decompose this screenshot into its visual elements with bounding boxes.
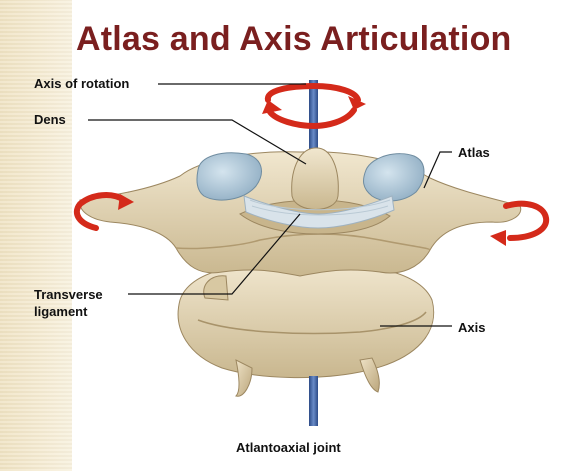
rotation-arrow-right bbox=[503, 200, 550, 241]
label-atlas: Atlas bbox=[458, 145, 490, 160]
leader-lines bbox=[88, 83, 452, 327]
transverse-ligament bbox=[243, 195, 395, 229]
background-strip bbox=[0, 0, 72, 471]
atlas-left-facet bbox=[196, 152, 262, 201]
label-transverse-ligament: Transverse ligament bbox=[34, 286, 103, 320]
rotation-arrow-left bbox=[73, 192, 127, 231]
label-transverse-line2: ligament bbox=[34, 304, 88, 319]
leader-dens bbox=[88, 119, 307, 165]
axis-vertebra bbox=[177, 261, 435, 397]
leader-atlas bbox=[423, 151, 452, 189]
label-dens: Dens bbox=[34, 112, 66, 127]
label-atlantoaxial-joint: Atlantoaxial joint bbox=[236, 440, 341, 455]
slide-title: Atlas and Axis Articulation bbox=[76, 20, 512, 58]
rotation-arrow-top bbox=[265, 82, 361, 130]
label-transverse-line1: Transverse bbox=[34, 287, 103, 302]
label-axis: Axis bbox=[458, 320, 486, 335]
label-axis-of-rotation: Axis of rotation bbox=[34, 76, 130, 91]
atlas-right-facet bbox=[363, 153, 425, 202]
leader-transverse bbox=[128, 213, 301, 295]
